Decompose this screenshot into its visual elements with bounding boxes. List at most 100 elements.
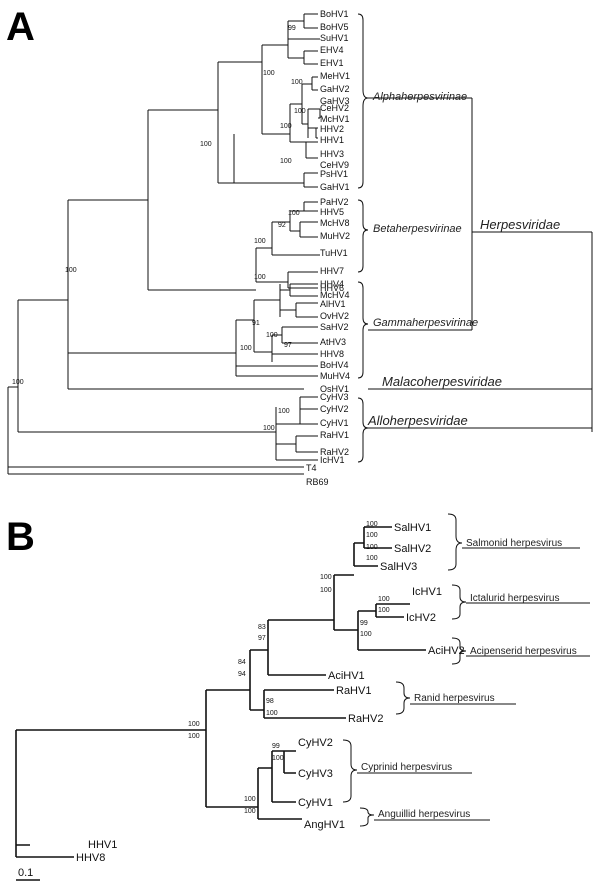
taxon-label: AlHV1 — [320, 299, 346, 309]
boot-value: 83 — [258, 624, 266, 631]
boot-value: 94 — [238, 671, 246, 678]
taxon-label: AtHV3 — [320, 337, 346, 347]
taxon-label: SaHV2 — [320, 322, 349, 332]
boot-value: 91 — [252, 320, 260, 327]
anguillid-brace — [359, 807, 375, 827]
taxon-label: GaHV1 — [320, 182, 350, 192]
boot-value: 100 — [291, 79, 303, 86]
taxon-label: SalHV3 — [380, 561, 417, 573]
taxon-label: HHV6 — [320, 283, 344, 293]
boot-value: 100 — [378, 596, 390, 603]
boot-value: 100 — [12, 379, 24, 386]
boot-value: 99 — [360, 620, 368, 627]
taxon-label: IcHV1 — [320, 455, 345, 465]
scale-bar-label: 0.1 — [18, 867, 33, 879]
panel-b-tree: 100 100 100 100 100 100 99 100 100 100 8… — [15, 513, 590, 881]
panel-a-taxa: BoHV1BoHV5SuHV1EHV4EHV1MeHV1GaHV2GaHV3Ce… — [306, 9, 350, 487]
boot-value: 100 — [266, 332, 278, 339]
taxon-label: CyHV1 — [298, 797, 333, 809]
boot-value: 100 — [320, 574, 332, 581]
taxon-label: RaHV1 — [336, 685, 371, 697]
gamma-brace — [357, 281, 369, 379]
taxon-label: GaHV2 — [320, 84, 350, 94]
taxon-label: HHV2 — [320, 124, 344, 134]
taxon-label: CyHV2 — [298, 737, 333, 749]
boot-value: 97 — [258, 635, 266, 642]
boot-value: 92 — [278, 222, 286, 229]
group-label-ranid: Ranid herpesvirus — [414, 693, 495, 704]
boot-value: 100 — [378, 607, 390, 614]
boot-value: 100 — [263, 70, 275, 77]
taxon-label: SalHV1 — [394, 522, 431, 534]
boot-value: 99 — [288, 25, 296, 32]
taxon-label: AciHV2 — [428, 645, 465, 657]
alpha-brace — [357, 13, 369, 189]
taxon-label: IcHV1 — [412, 586, 442, 598]
taxon-label: HHV8 — [76, 852, 105, 864]
taxon-label: HHV4 — [320, 279, 344, 289]
panel-b-taxa: SalHV1SalHV2SalHV3IcHV1IcHV2AciHV2AciHV1… — [76, 522, 465, 864]
cyprinid-brace — [342, 739, 358, 803]
taxon-label: McHV4 — [320, 290, 350, 300]
taxon-label: McHV8 — [320, 218, 350, 228]
boot-value: 100 — [263, 425, 275, 432]
taxon-label: CyHV3 — [320, 392, 349, 402]
boot-value: 100 — [266, 710, 278, 717]
taxon-label: BoHV1 — [320, 9, 349, 19]
boot-value: 100 — [288, 210, 300, 217]
boot-value: 100 — [200, 141, 212, 148]
boot-value: 100 — [280, 123, 292, 130]
group-label-gamma: Gammaherpesvirinae — [373, 317, 478, 329]
boot-value: 100 — [366, 555, 378, 562]
panel-a-letter: A — [6, 5, 35, 49]
taxon-label: T4 — [306, 463, 317, 473]
taxon-label: CyHV2 — [320, 404, 349, 414]
taxon-label: RaHV2 — [348, 713, 383, 725]
taxon-label: PsHV1 — [320, 169, 348, 179]
taxon-label: OvHV2 — [320, 311, 349, 321]
taxon-label: AciHV1 — [328, 670, 365, 682]
taxon-label: SuHV1 — [320, 33, 349, 43]
boot-value: 100 — [244, 808, 256, 815]
group-label-acipenserid: Acipenserid herpesvirus — [470, 646, 577, 657]
taxon-label: CyHV1 — [320, 418, 349, 428]
taxon-label: RaHV2 — [320, 447, 349, 457]
acipenserid-brace — [451, 637, 467, 665]
group-label-salmonid: Salmonid herpesvirus — [466, 538, 562, 549]
boot-value: 100 — [188, 721, 200, 728]
taxon-label: MeHV1 — [320, 71, 350, 81]
ranid-brace — [395, 681, 411, 715]
taxon-label: TuHV1 — [320, 248, 348, 258]
group-label-alpha: Alphaherpesvirinae — [372, 91, 467, 103]
taxon-label: HHV3 — [320, 149, 344, 159]
taxon-label: HHV1 — [320, 135, 344, 145]
boot-value: 100 — [280, 158, 292, 165]
boot-value: 100 — [366, 544, 378, 551]
taxon-label: HHV8 — [320, 349, 344, 359]
allo-brace — [357, 397, 369, 463]
taxon-label: HHV7 — [320, 266, 344, 276]
salmonid-brace — [447, 513, 463, 571]
boot-value: 100 — [240, 345, 252, 352]
boot-value: 84 — [238, 659, 246, 666]
boot-value: 98 — [266, 698, 274, 705]
group-label-allo: Alloherpesviridae — [367, 413, 468, 428]
boot-value: 100 — [294, 108, 306, 115]
boot-value: 100 — [360, 631, 372, 638]
group-label-herpesviridae: Herpesviridae — [480, 217, 560, 232]
taxon-label: MuHV4 — [320, 371, 350, 381]
taxon-label: HHV1 — [88, 839, 117, 851]
boot-value: 100 — [254, 238, 266, 245]
taxon-label: CeHV9 — [320, 160, 349, 170]
group-label-beta: Betaherpesvirinae — [373, 223, 462, 235]
panel-b-letter: B — [6, 515, 35, 559]
taxon-label: IcHV2 — [406, 612, 436, 624]
group-label-malaco: Malacoherpesviridae — [382, 374, 502, 389]
boot-value: 100 — [65, 267, 77, 274]
taxon-label: BoHV4 — [320, 360, 349, 370]
taxon-label: EHV4 — [320, 45, 344, 55]
taxon-label: CyHV3 — [298, 768, 333, 780]
taxon-label: EHV1 — [320, 58, 344, 68]
boot-value: 100 — [188, 733, 200, 740]
